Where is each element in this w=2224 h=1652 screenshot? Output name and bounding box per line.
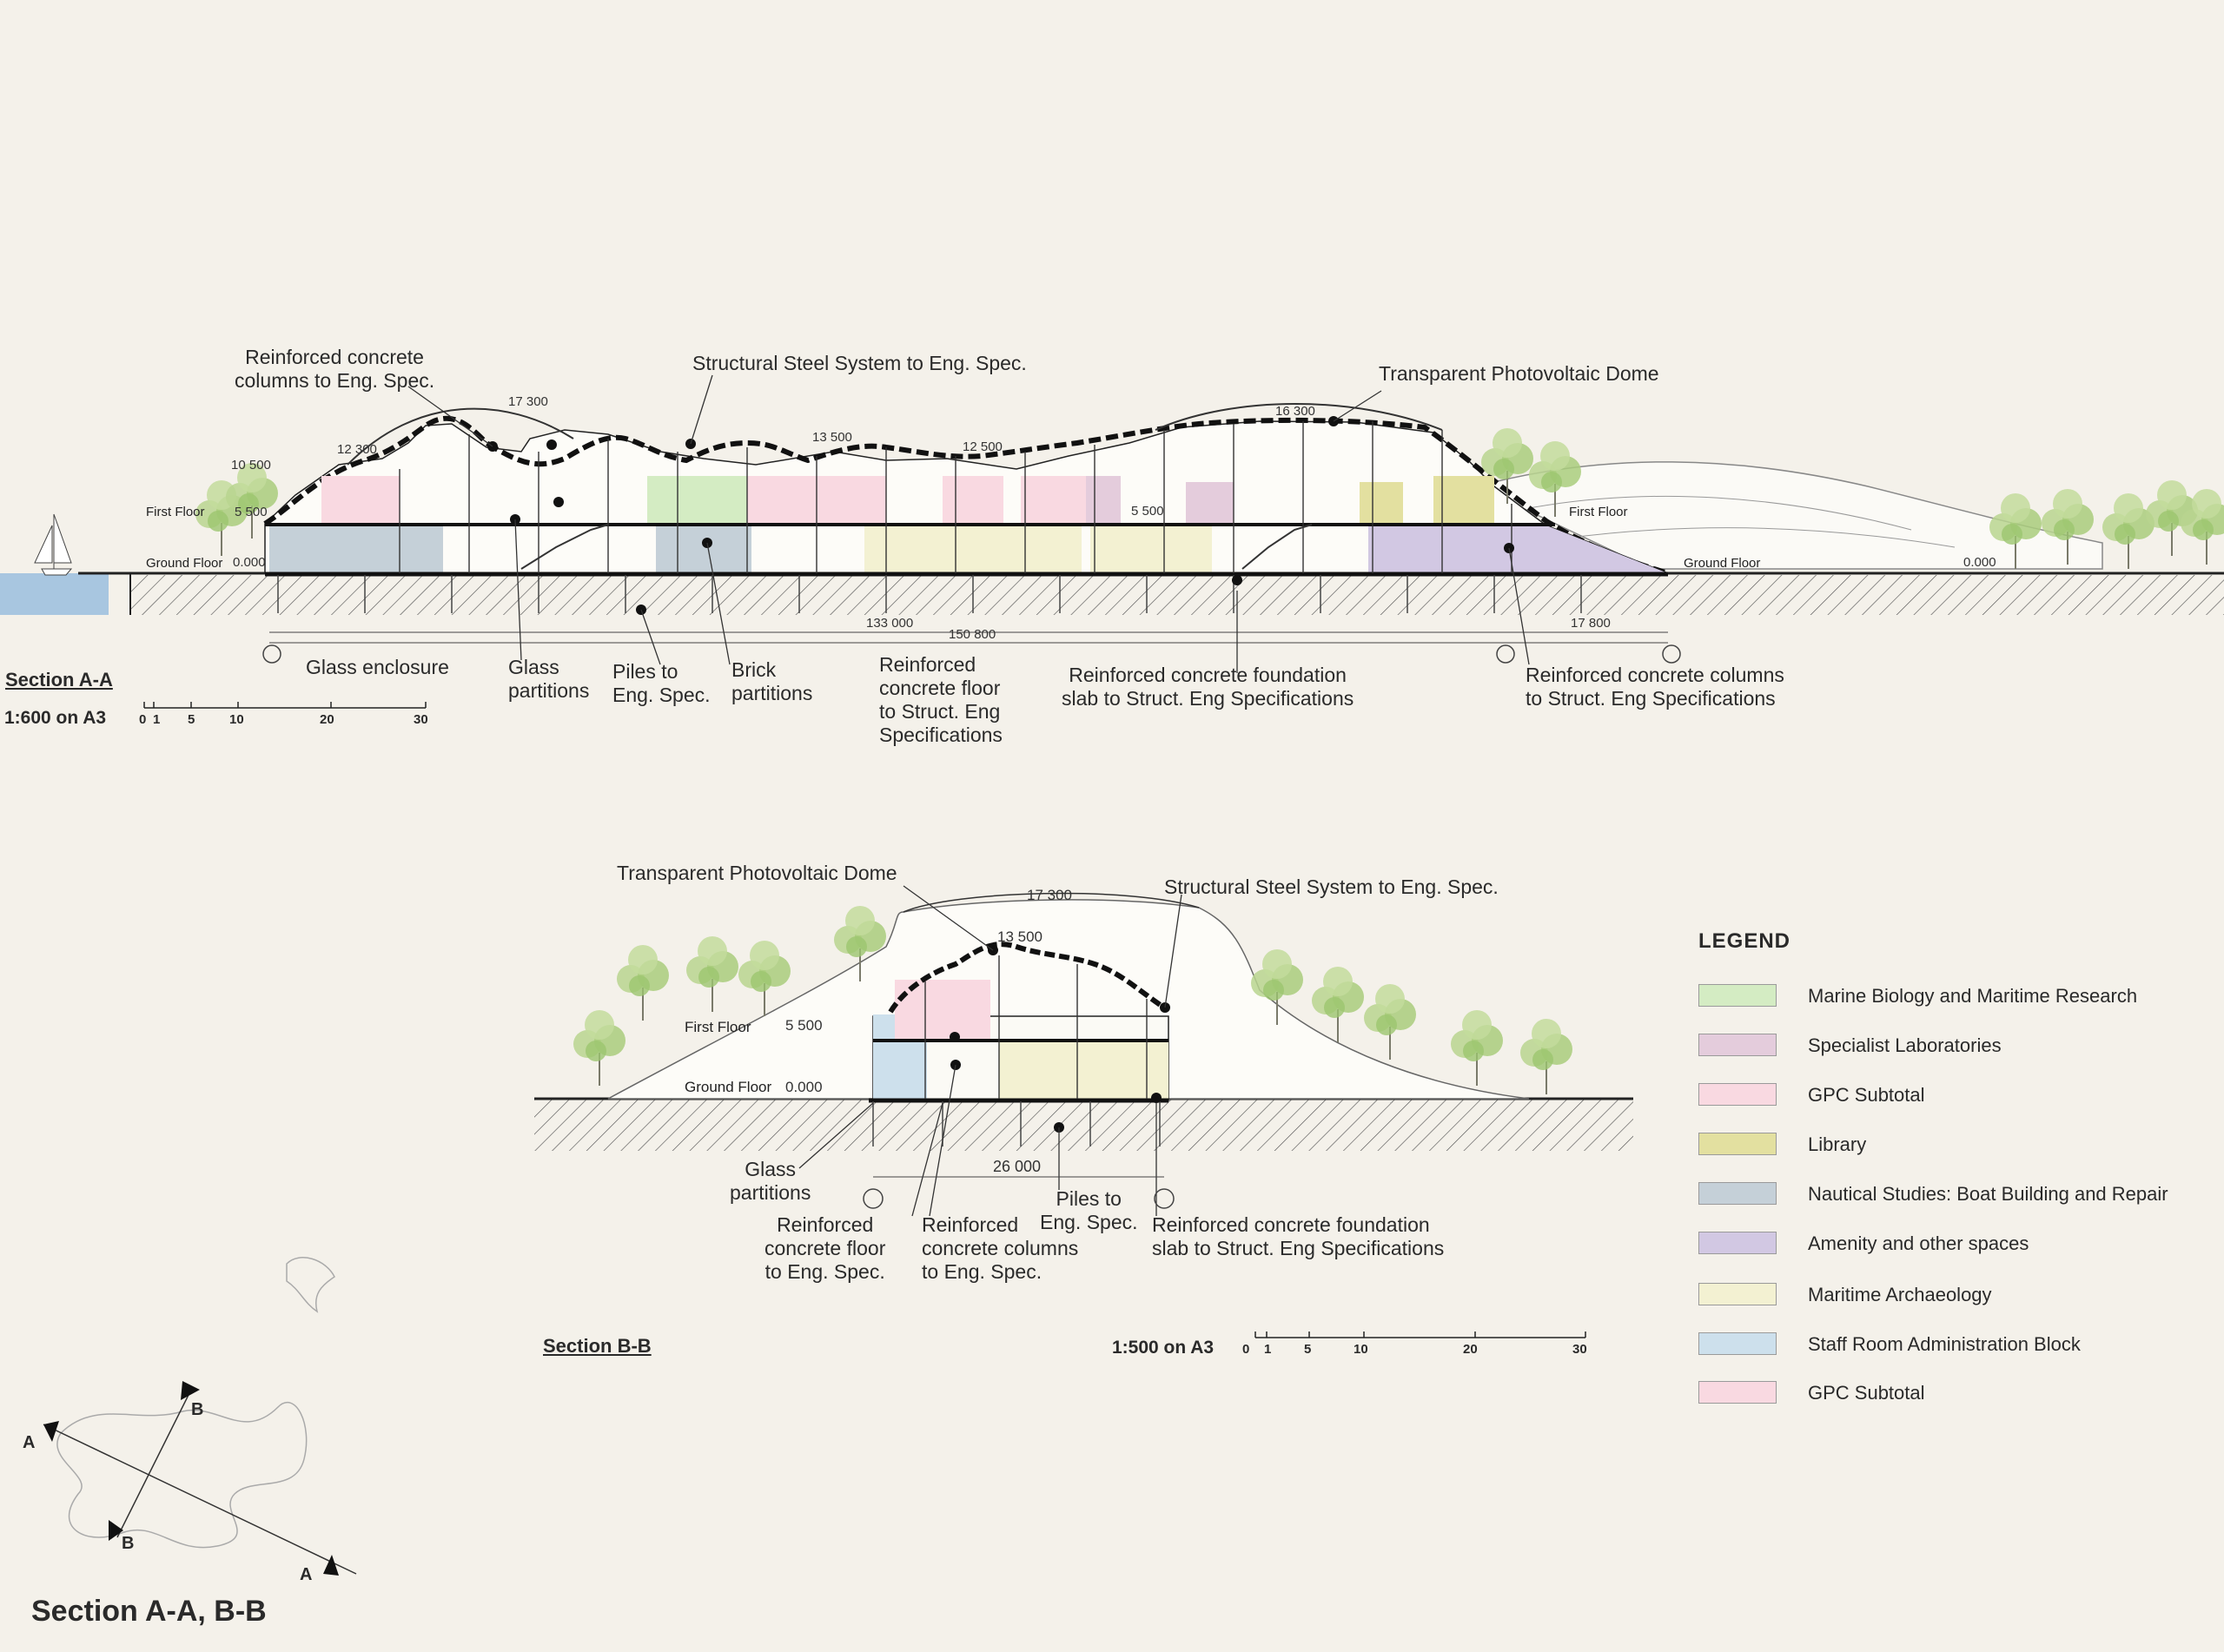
scale-tick: 0 — [139, 712, 147, 727]
legend-swatch — [1698, 1232, 1777, 1254]
legend-swatch — [1698, 1283, 1777, 1305]
level-aa-ground-floor-right: Ground Floor — [1684, 556, 1761, 571]
annotation-aa-rc-floor: Reinforced concrete floor to Struct. Eng… — [879, 653, 1003, 746]
annotation-aa-glass-enclosure: Glass enclosure — [306, 656, 449, 678]
legend-swatch — [1698, 1182, 1777, 1205]
level-bb-first-floor: First Floor — [685, 1019, 751, 1035]
key-marker-a: A — [23, 1433, 36, 1452]
section-aa-scale: 1:600 on A3 — [4, 708, 107, 728]
height-aa: 0.000 — [1963, 555, 1996, 570]
scale-tick: 5 — [188, 712, 195, 727]
annotation-bb-glass-partitions: Glass partitions — [730, 1158, 811, 1204]
sailboat-icon — [34, 513, 73, 576]
legend-label: Specialist Laboratories — [1808, 1034, 2002, 1056]
legend-label: Maritime Archaeology — [1808, 1284, 1992, 1305]
annotation-aa-piles: Piles to Eng. Spec. — [612, 660, 711, 706]
annotation-aa-columns: Reinforced concrete columns to Eng. Spec… — [235, 346, 435, 392]
scale-tick: 1 — [153, 712, 161, 727]
section-bb-drawing — [534, 885, 1633, 1338]
key-marker-b: B — [122, 1534, 135, 1553]
legend-swatch — [1698, 1332, 1777, 1355]
annotation-aa-rc-columns: Reinforced concrete columns to Struct. E… — [1526, 664, 1784, 710]
key-marker-a: A — [300, 1565, 313, 1584]
legend-label: Library — [1808, 1133, 1867, 1155]
scale-tick: 1 — [1264, 1342, 1272, 1357]
legend-label: Nautical Studies: Boat Building and Repa… — [1808, 1183, 2168, 1205]
height-aa: 10 500 — [231, 458, 271, 472]
height-aa: 12 300 — [337, 442, 377, 457]
scale-tick: 30 — [414, 712, 428, 727]
height-aa: 17 300 — [508, 394, 548, 409]
section-bb-scale: 1:500 on A3 — [1112, 1338, 1215, 1358]
annotation-bb-rc-columns: Reinforced concrete columns to Eng. Spec… — [922, 1213, 1079, 1283]
level-bb-ground-floor: Ground Floor — [685, 1079, 772, 1095]
legend-title: LEGEND — [1698, 929, 1791, 953]
height-bb: 0.000 — [785, 1079, 823, 1095]
scale-tick: 0 — [1242, 1342, 1250, 1357]
section-aa-title: Section A-A — [5, 669, 113, 691]
legend-swatch — [1698, 984, 1777, 1007]
key-marker-b: B — [191, 1400, 204, 1419]
legend-label: Staff Room Administration Block — [1808, 1333, 2081, 1355]
annotation-bb-foundation: Reinforced concrete foundation slab to S… — [1152, 1213, 1445, 1259]
annotation-bb-rc-floor: Reinforced concrete floor to Eng. Spec. — [764, 1213, 886, 1283]
legend-swatch — [1698, 1034, 1777, 1056]
annotation-bb-steel: Structural Steel System to Eng. Spec. — [1164, 876, 1499, 898]
scale-tick: 20 — [320, 712, 334, 727]
height-aa: 0.000 — [233, 555, 266, 570]
key-plan — [43, 1257, 357, 1576]
legend-swatch — [1698, 1133, 1777, 1155]
section-aa-drawing — [0, 374, 2224, 709]
legend-label: Marine Biology and Maritime Research — [1808, 985, 2138, 1007]
dimension-bb-1: 26 000 — [993, 1158, 1042, 1175]
dimension-aa-2: 150 800 — [949, 627, 996, 642]
height-aa: 16 300 — [1275, 404, 1315, 419]
annotation-bb-piles: Piles to Eng. Spec. — [1040, 1187, 1138, 1233]
scale-tick: 30 — [1572, 1342, 1587, 1357]
level-aa-ground-floor: Ground Floor — [146, 556, 223, 571]
level-aa-first-floor-right: First Floor — [1569, 505, 1628, 519]
annotation-aa-glass-partitions: Glass partitions — [508, 656, 590, 702]
annotation-aa-brick: Brick partitions — [731, 658, 813, 704]
height-aa: 12 500 — [963, 439, 1003, 454]
height-bb: 5 500 — [785, 1017, 823, 1034]
annotation-bb-dome: Transparent Photovoltaic Dome — [617, 862, 897, 884]
water — [0, 573, 109, 615]
height-aa: 5 500 — [235, 505, 268, 519]
annotation-aa-dome: Transparent Photovoltaic Dome — [1379, 362, 1659, 385]
scale-tick: 20 — [1463, 1342, 1478, 1357]
scale-tick: 10 — [229, 712, 244, 727]
main-title: Section A-A, B-B — [31, 1595, 267, 1628]
scale-tick: 5 — [1304, 1342, 1312, 1357]
legend-label: Amenity and other spaces — [1808, 1232, 2029, 1254]
height-aa: 5 500 — [1131, 504, 1164, 519]
annotation-aa-steel: Structural Steel System to Eng. Spec. — [692, 352, 1027, 374]
level-aa-first-floor: First Floor — [146, 505, 205, 519]
height-aa: 13 500 — [812, 430, 852, 445]
height-bb: 17 300 — [1027, 887, 1072, 903]
legend-swatch — [1698, 1083, 1777, 1106]
section-bb-title: Section B-B — [543, 1335, 652, 1357]
annotation-aa-foundation: Reinforced concrete foundation slab to S… — [1062, 664, 1354, 710]
legend-swatch — [1698, 1381, 1777, 1404]
legend-label: GPC Subtotal — [1808, 1382, 1925, 1404]
dimension-aa-1: 133 000 — [866, 616, 914, 631]
ground-hatch — [130, 575, 2224, 615]
height-bb: 13 500 — [997, 928, 1042, 945]
dimension-aa-3: 17 800 — [1571, 616, 1611, 631]
legend-label: GPC Subtotal — [1808, 1084, 1925, 1106]
scale-tick: 10 — [1354, 1342, 1368, 1357]
